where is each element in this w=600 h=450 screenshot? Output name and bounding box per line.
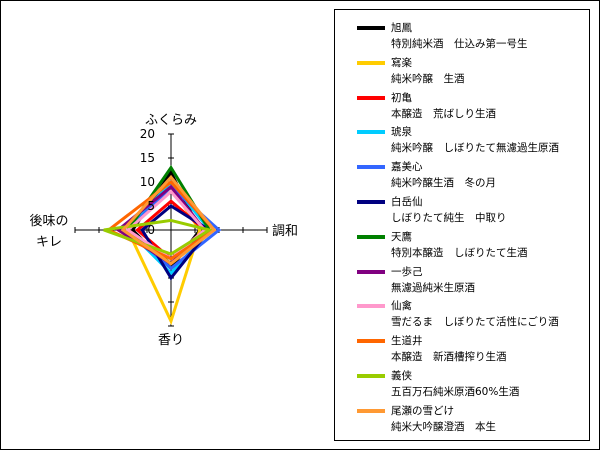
legend-series-name: 琥泉 [391, 126, 412, 139]
legend-swatch [357, 339, 385, 344]
legend-series-desc: 純米大吟醸澄酒 本生 [391, 420, 496, 433]
legend-series-name: 寫楽 [391, 56, 412, 69]
radar-tick-label: 10 [140, 175, 155, 189]
radar-tick-label: 0 [147, 223, 155, 237]
radar-axis-label: キレ [36, 235, 62, 250]
legend-series-desc: 五百万石純米原酒60%生酒 [391, 386, 520, 398]
legend-item: 尾瀬の雪どけ純米大吟醸澄酒 本生 [335, 403, 589, 437]
legend-series-name: 生道井 [391, 335, 423, 348]
legend-swatch [357, 60, 385, 65]
legend: 旭鳳特別純米酒 仕込み第一号生寫楽純米吟醸 生酒初亀本醸造 荒ばしり生酒琥泉純米… [334, 9, 590, 441]
legend-swatch [357, 374, 385, 378]
radar-axis-label: 香り [158, 333, 184, 348]
legend-swatch [357, 200, 385, 204]
legend-swatch [357, 269, 385, 274]
legend-swatch [357, 408, 385, 413]
legend-series-desc: 本醸造 荒ばしり生酒 [391, 107, 496, 120]
legend-series-name: 義侠 [391, 370, 412, 382]
legend-series-name: 初亀 [391, 91, 412, 104]
legend-swatch [357, 130, 385, 135]
legend-item: 仙禽雪だるま しぼりたて活性にごり酒 [335, 298, 589, 332]
radar-tick-label: 5 [147, 199, 155, 213]
legend-series-name: 嘉美心 [391, 161, 423, 174]
legend-series-desc: 純米吟醸 しぼりたて無濾過生原酒 [391, 142, 559, 155]
radar-series-layer [103, 164, 222, 326]
legend-series-desc: 特別本醸造 しぼりたて生酒 [391, 246, 528, 259]
legend-series-desc: 特別純米酒 仕込み第一号生 [391, 38, 528, 50]
legend-series-desc: 本醸造 新酒槽搾り生酒 [391, 351, 507, 364]
legend-item: 生道井本醸造 新酒槽搾り生酒 [335, 333, 589, 367]
legend-series-desc: 雪だるま しぼりたて活性にごり酒 [391, 316, 559, 329]
legend-series-name: 白岳仙 [391, 196, 423, 208]
radar-tick-labels: 0 5 10 15 20 [140, 127, 155, 237]
legend-item: 初亀本醸造 荒ばしり生酒 [335, 90, 589, 124]
legend-item: 寫楽純米吟醸 生酒 [335, 55, 589, 89]
legend-item: 天鷹特別本醸造 しぼりたて生酒 [335, 229, 589, 263]
legend-swatch [357, 165, 385, 170]
radar-tick-label: 15 [140, 151, 155, 165]
legend-swatch [357, 304, 385, 309]
legend-series-name: 尾瀬の雪どけ [391, 404, 454, 417]
legend-item: 一歩己無濾過純米生原酒 [335, 264, 589, 298]
radar-axis-label: 後味の [29, 214, 68, 229]
legend-series-name: 一歩己 [391, 265, 423, 278]
legend-item: 白岳仙しぼりたて純生 中取り [335, 194, 589, 228]
legend-series-desc: 純米吟醸生酒 冬の月 [391, 177, 496, 190]
radar-axis-label: ふくらみ [145, 113, 197, 128]
legend-item: 旭鳳特別純米酒 仕込み第一号生 [335, 20, 589, 54]
legend-swatch [357, 234, 385, 239]
legend-series-name: 天鷹 [391, 230, 412, 243]
radar-series-polygon [120, 174, 217, 266]
legend-series-name: 仙禽 [391, 300, 412, 313]
legend-item: 琥泉純米吟醸 しぼりたて無濾過生原酒 [335, 124, 589, 158]
legend-series-desc: しぼりたて純生 中取り [391, 212, 507, 224]
legend-series-desc: 純米吟醸 生酒 [391, 72, 465, 85]
legend-item: 義侠五百万石純米原酒60%生酒 [335, 368, 589, 402]
radar-axis-label: 調和 [272, 224, 298, 239]
legend-swatch [357, 26, 385, 30]
legend-swatch [357, 95, 385, 100]
legend-item: 嘉美心純米吟醸生酒 冬の月 [335, 159, 589, 193]
legend-series-desc: 無濾過純米生原酒 [391, 281, 475, 294]
legend-series-name: 旭鳳 [391, 22, 412, 34]
radar-tick-label: 20 [140, 127, 155, 141]
